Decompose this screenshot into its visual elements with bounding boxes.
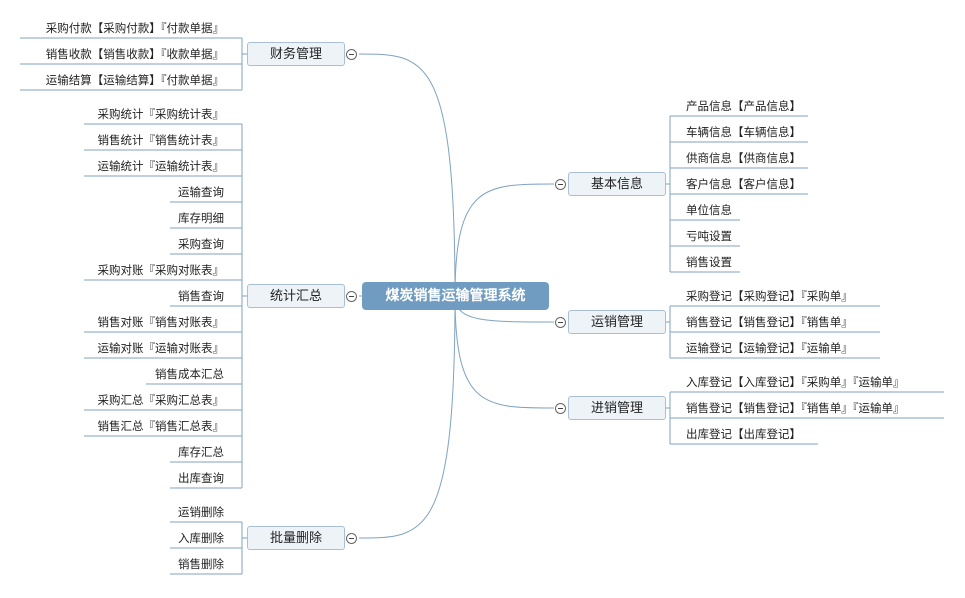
- leaf-tongji-4[interactable]: 库存明细: [178, 211, 224, 225]
- leaf-jiben-3[interactable]: 客户信息【客户信息】: [686, 177, 801, 191]
- leaf-tongji-10[interactable]: 销售成本汇总: [155, 367, 224, 381]
- leaf-tongji-8[interactable]: 销售对账『销售对账表』: [97, 315, 225, 329]
- leaf-tongji-14[interactable]: 出库查询: [178, 471, 224, 485]
- leaf-tongji-12[interactable]: 销售汇总『销售汇总表』: [97, 419, 225, 433]
- collapse-toggle-yunxiao[interactable]: [555, 317, 566, 328]
- leaf-piliang-0[interactable]: 运销删除: [178, 505, 224, 519]
- branch-jinxiao[interactable]: 进销管理: [568, 396, 666, 420]
- collapse-toggle-caiwu[interactable]: [346, 49, 357, 60]
- leaf-jiben-1[interactable]: 车辆信息【车辆信息】: [686, 125, 801, 139]
- branch-tongji[interactable]: 统计汇总: [247, 284, 345, 308]
- leaf-yunxiao-2[interactable]: 运输登记【运输登记】『运输单』: [686, 341, 853, 355]
- leaf-jiben-4[interactable]: 单位信息: [686, 203, 732, 217]
- branch-yunxiao[interactable]: 运销管理: [568, 310, 666, 334]
- leaf-jiben-2[interactable]: 供商信息【供商信息】: [686, 151, 801, 165]
- root-node[interactable]: 煤炭销售运输管理系统: [362, 282, 549, 310]
- connector-root-caiwu: [358, 53, 456, 297]
- leaf-jiben-0[interactable]: 产品信息【产品信息】: [686, 99, 801, 113]
- leaf-yunxiao-1[interactable]: 销售登记【销售登记】『销售单』: [686, 315, 853, 329]
- leaf-tongji-3[interactable]: 运输查询: [178, 185, 224, 199]
- leaf-yunxiao-0[interactable]: 采购登记【采购登记】『采购单』: [686, 289, 853, 303]
- leaf-jiben-6[interactable]: 销售设置: [686, 255, 732, 269]
- leaf-piliang-1[interactable]: 入库删除: [178, 531, 224, 545]
- leaf-piliang-2[interactable]: 销售删除: [178, 557, 224, 571]
- connector-root-piliang: [358, 295, 456, 539]
- leaf-caiwu-0[interactable]: 采购付款【采购付款】『付款单据』: [45, 21, 224, 35]
- leaf-tongji-13[interactable]: 库存汇总: [178, 445, 224, 459]
- leaf-tongji-2[interactable]: 运输统计『运输统计表』: [97, 159, 225, 173]
- leaf-tongji-9[interactable]: 运输对账『运输对账表』: [97, 341, 225, 355]
- leaf-tongji-5[interactable]: 采购查询: [178, 237, 224, 251]
- leaf-caiwu-1[interactable]: 销售收款【销售收款】『收款单据』: [45, 47, 224, 61]
- leaf-tongji-1[interactable]: 销售统计『销售统计表』: [97, 133, 225, 147]
- leaf-jinxiao-0[interactable]: 入库登记【入库登记】『采购单』『运输单』: [686, 375, 905, 389]
- connector-root-jinxiao: [454, 295, 555, 409]
- leaf-jinxiao-1[interactable]: 销售登记【销售登记】『销售单』『运输单』: [686, 401, 905, 415]
- collapse-toggle-jinxiao[interactable]: [555, 403, 566, 414]
- connector-root-jiben: [454, 183, 555, 297]
- leaf-caiwu-2[interactable]: 运输结算【运输结算】『付款单据』: [45, 73, 224, 87]
- leaf-tongji-6[interactable]: 采购对账『采购对账表』: [97, 263, 225, 277]
- collapse-toggle-tongji[interactable]: [346, 291, 357, 302]
- branch-piliang[interactable]: 批量删除: [247, 526, 345, 550]
- leaf-tongji-11[interactable]: 采购汇总『采购汇总表』: [97, 393, 225, 407]
- branch-caiwu[interactable]: 财务管理: [247, 42, 345, 66]
- collapse-toggle-piliang[interactable]: [346, 533, 357, 544]
- branch-jiben[interactable]: 基本信息: [568, 172, 666, 196]
- leaf-jiben-5[interactable]: 亏吨设置: [686, 229, 732, 243]
- leaf-jinxiao-2[interactable]: 出库登记【出库登记】: [686, 427, 801, 441]
- leaf-tongji-0[interactable]: 采购统计『采购统计表』: [97, 107, 225, 121]
- leaf-tongji-7[interactable]: 销售查询: [178, 289, 224, 303]
- collapse-toggle-jiben[interactable]: [555, 179, 566, 190]
